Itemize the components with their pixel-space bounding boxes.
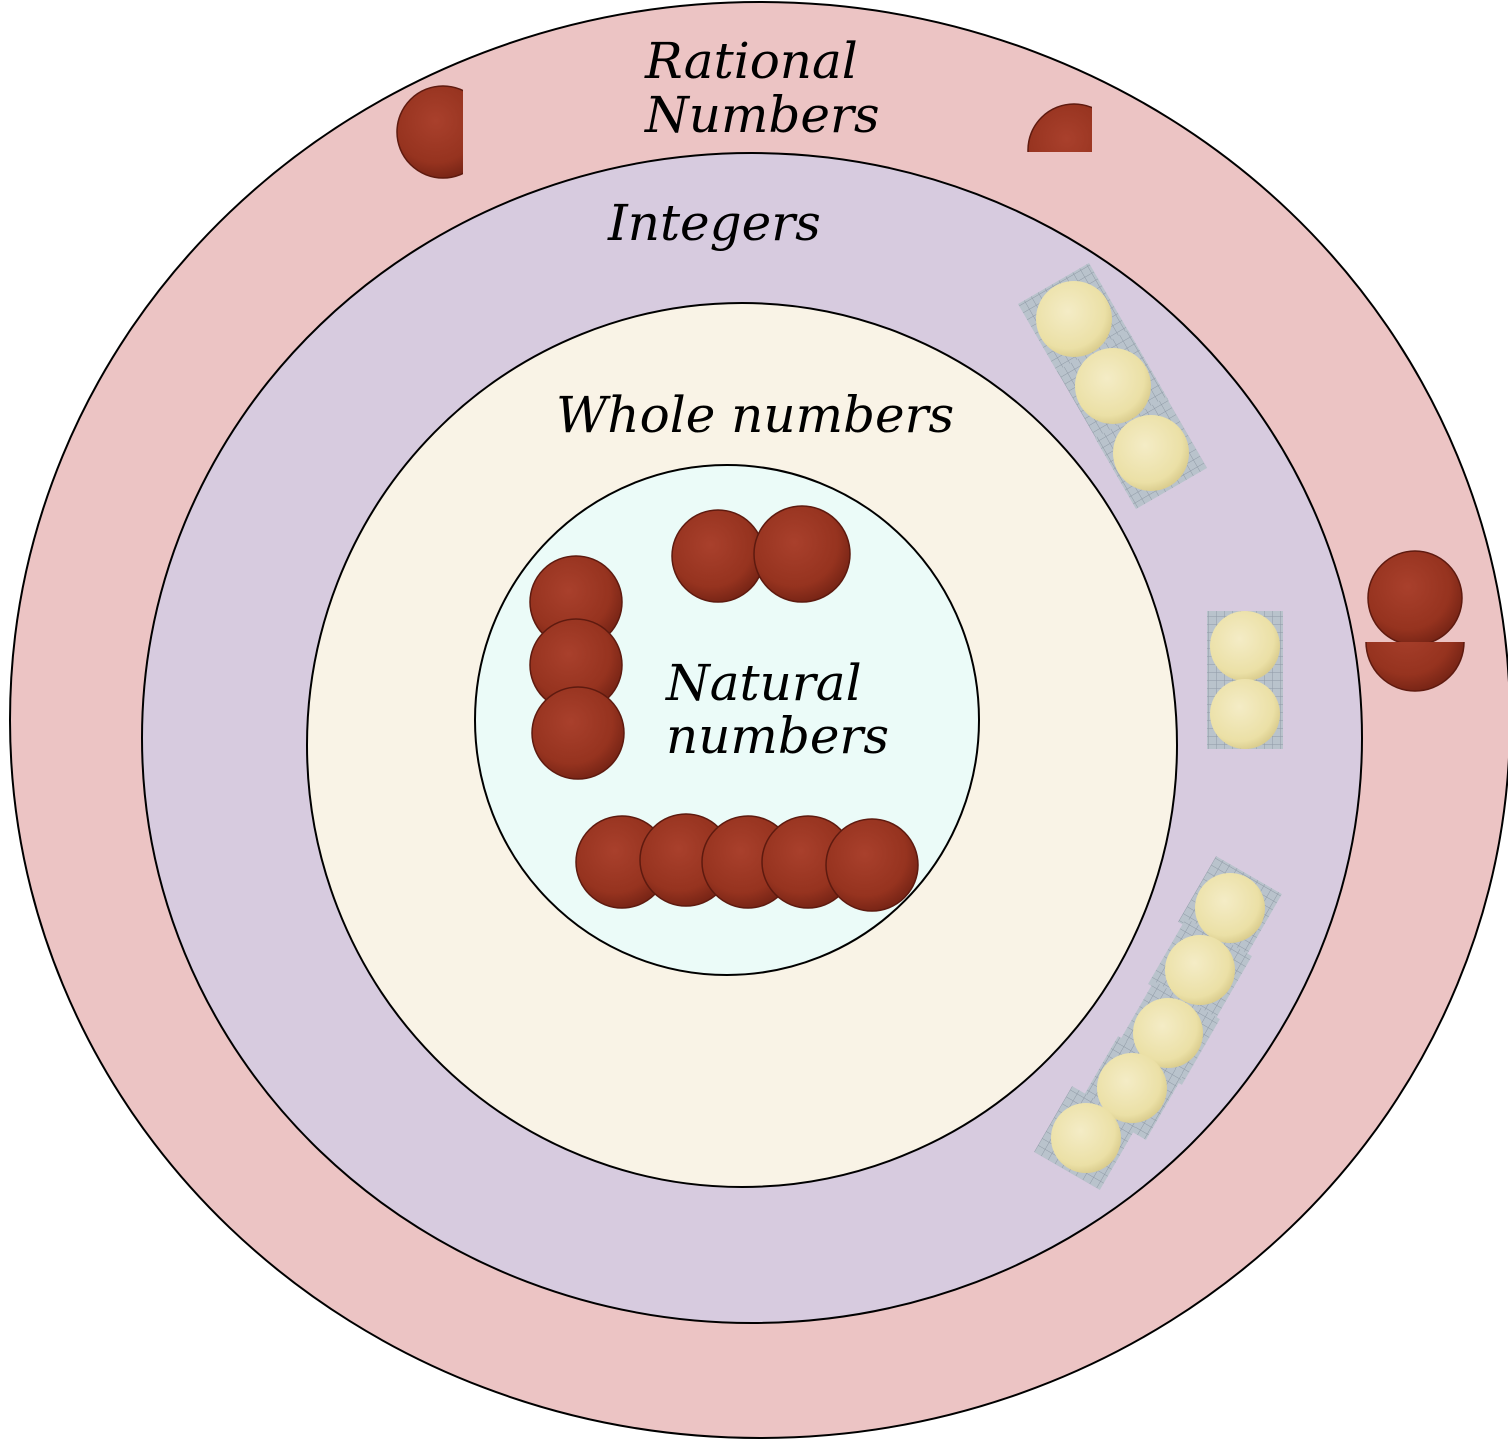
- rational-numbers-label: Rational Numbers: [644, 32, 880, 144]
- natural-counters-column: [529, 555, 625, 780]
- yellow-counter: [1165, 935, 1235, 1005]
- red-counter-right: [1367, 550, 1463, 646]
- yellow-counter: [1210, 679, 1280, 749]
- yellow-counter: [1195, 873, 1265, 943]
- whole-numbers-label: Whole numbers: [556, 386, 954, 444]
- yellow-counter: [1097, 1053, 1167, 1123]
- natural-label-line-2: numbers: [666, 707, 889, 765]
- yellow-counter: [1036, 281, 1112, 357]
- yellow-counter: [1133, 998, 1203, 1068]
- red-counter: [671, 509, 765, 603]
- natural-label-line-1: Natural: [665, 654, 862, 712]
- rational-label-line-1: Rational: [644, 32, 858, 90]
- half-counter-left: [396, 85, 463, 179]
- half-counter-right: [1365, 642, 1465, 692]
- natural-numbers-label: Natural numbers: [665, 654, 889, 765]
- red-counter: [825, 818, 919, 912]
- yellow-counter: [1051, 1103, 1121, 1173]
- natural-counters-row: [575, 813, 919, 912]
- integers-label: Integers: [607, 194, 821, 252]
- yellow-counters-top: [1017, 262, 1208, 510]
- red-counter: [531, 686, 625, 780]
- natural-counters-pair: [671, 505, 851, 603]
- half-counter-top: [1027, 103, 1092, 152]
- yellow-counters-bottom: [1034, 856, 1282, 1190]
- yellow-counters-middle: [1207, 611, 1283, 749]
- red-counter: [753, 505, 851, 603]
- yellow-counter: [1210, 611, 1280, 681]
- yellow-counter: [1075, 348, 1151, 424]
- yellow-counter: [1113, 415, 1189, 491]
- rational-label-line-2: Numbers: [644, 86, 880, 144]
